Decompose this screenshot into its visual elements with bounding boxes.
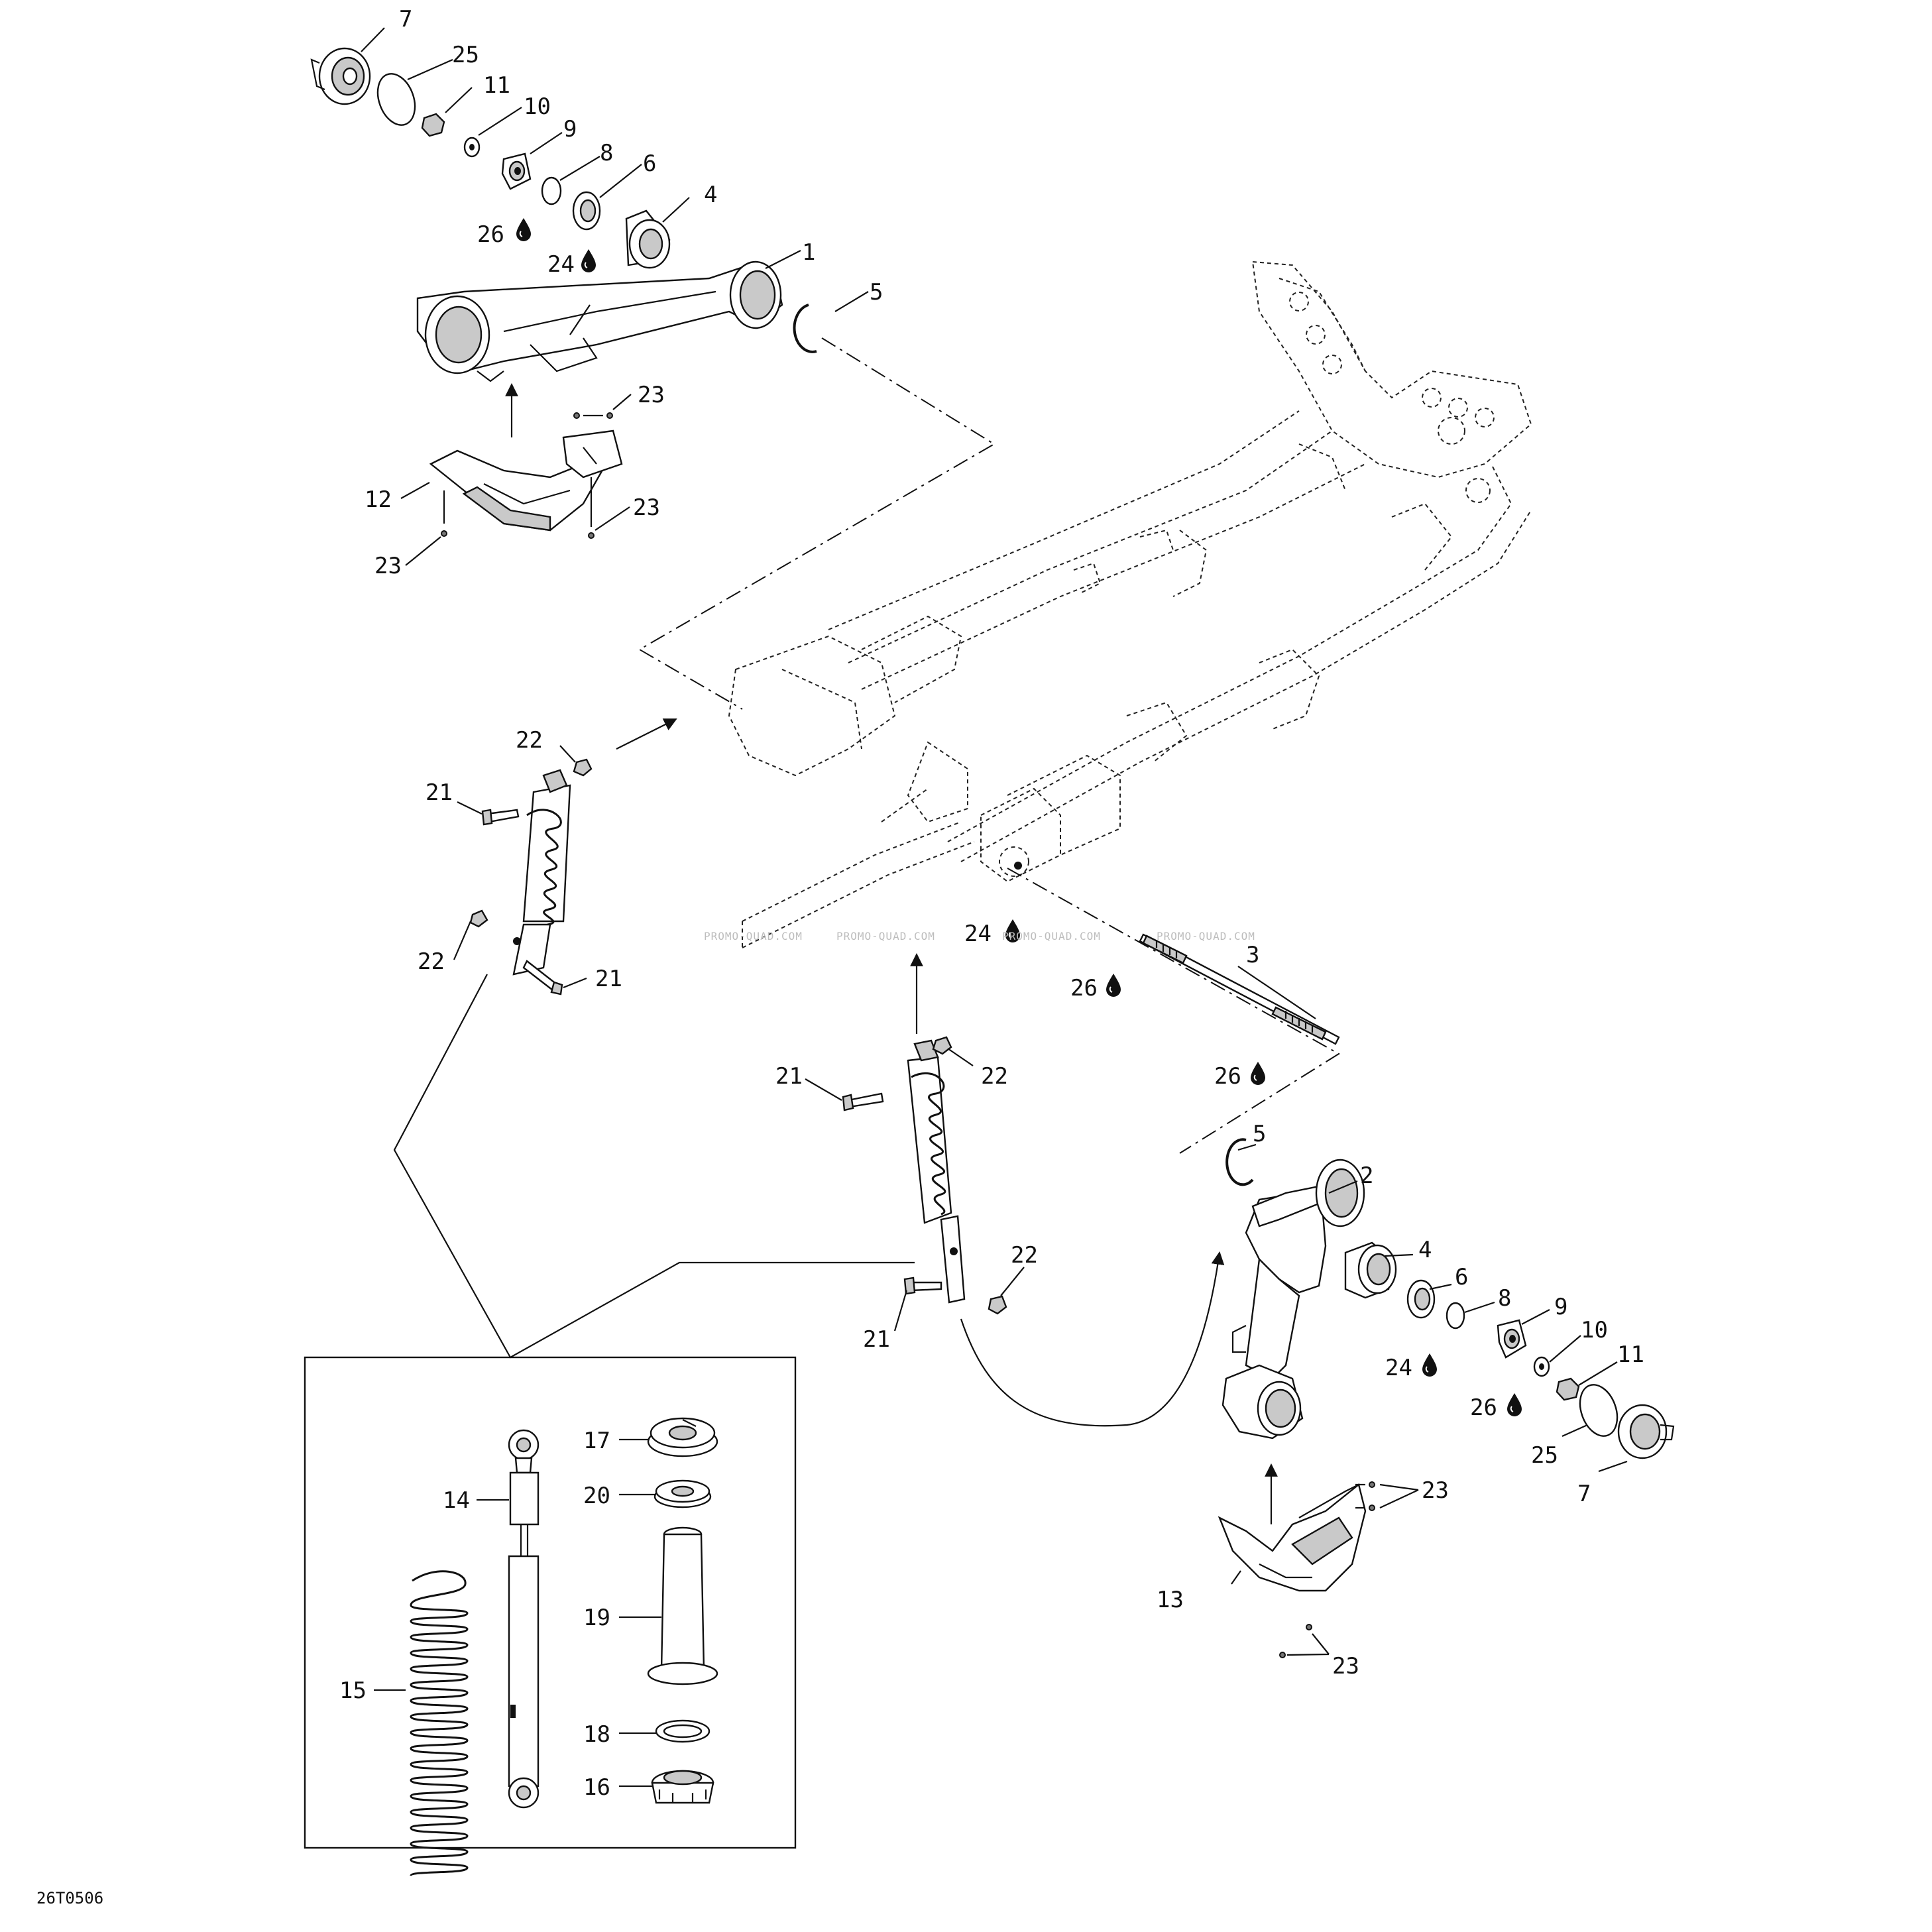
spring-retainer bbox=[653, 1479, 712, 1508]
coil-spring bbox=[410, 1570, 469, 1877]
callout-23: 23 bbox=[633, 494, 660, 521]
callout-8: 8 bbox=[600, 140, 613, 166]
callout-19: 19 bbox=[583, 1605, 610, 1631]
grease-drop-icon bbox=[1250, 1061, 1266, 1086]
callout-13: 13 bbox=[1157, 1587, 1184, 1613]
pivot-shaft bbox=[1139, 933, 1340, 1045]
skid-guard-right bbox=[1218, 1483, 1367, 1592]
callout-23: 23 bbox=[638, 382, 665, 408]
bearing bbox=[625, 209, 671, 269]
callout-4: 4 bbox=[704, 182, 717, 208]
vehicle-frame bbox=[728, 260, 1532, 948]
callout-25: 25 bbox=[452, 42, 479, 68]
callout-24: 24 bbox=[1385, 1355, 1412, 1381]
callout-1: 1 bbox=[802, 239, 815, 266]
swing-arm-left bbox=[416, 260, 783, 382]
bump-stop-sleeve bbox=[647, 1526, 718, 1685]
seal bbox=[541, 176, 562, 205]
callout-6: 6 bbox=[643, 150, 656, 177]
grease-drop-icon bbox=[1422, 1353, 1438, 1377]
grease-drop-icon bbox=[581, 249, 597, 273]
callout-18: 18 bbox=[583, 1721, 610, 1748]
rear-shock-left bbox=[469, 718, 677, 995]
hub-cap bbox=[310, 47, 371, 105]
callout-17: 17 bbox=[583, 1428, 610, 1454]
watermark: PROMO-QUAD.COM bbox=[836, 930, 935, 942]
callout-21: 21 bbox=[775, 1063, 803, 1090]
callout-21: 21 bbox=[426, 779, 453, 806]
watermark: PROMO-QUAD.COM bbox=[1002, 930, 1101, 942]
callout-20: 20 bbox=[583, 1483, 610, 1509]
callout-22: 22 bbox=[981, 1063, 1008, 1090]
callout-23: 23 bbox=[374, 553, 402, 579]
circlip bbox=[1225, 1138, 1254, 1186]
callout-8: 8 bbox=[1498, 1285, 1511, 1312]
nut bbox=[1556, 1377, 1580, 1401]
skid-guard-left bbox=[429, 429, 623, 532]
figure-code: 26T0506 bbox=[36, 1889, 103, 1907]
alignment-lines bbox=[638, 337, 1340, 1154]
callout-26: 26 bbox=[1070, 975, 1098, 1001]
callout-22: 22 bbox=[418, 948, 445, 975]
callout-23: 23 bbox=[1422, 1477, 1449, 1504]
grease-drop-icon bbox=[516, 217, 532, 242]
callout-2: 2 bbox=[1360, 1163, 1373, 1189]
callout-leaders bbox=[361, 27, 1628, 1788]
callout-11: 11 bbox=[1617, 1341, 1644, 1368]
o-ring bbox=[1579, 1384, 1619, 1437]
watermarks: PROMO-QUAD.COM PROMO-QUAD.COM PROMO-QUAD… bbox=[704, 930, 1255, 942]
grease-drop-icon bbox=[1506, 1392, 1522, 1417]
callout-9: 9 bbox=[563, 116, 577, 142]
seal bbox=[1446, 1302, 1465, 1330]
callout-6: 6 bbox=[1455, 1264, 1468, 1290]
callout-15: 15 bbox=[339, 1677, 367, 1704]
callout-9: 9 bbox=[1554, 1294, 1567, 1320]
circlip bbox=[793, 304, 817, 353]
callout-11: 11 bbox=[483, 72, 510, 99]
spring-seat-upper bbox=[647, 1417, 718, 1457]
callout-24: 24 bbox=[547, 251, 575, 278]
callout-25: 25 bbox=[1531, 1442, 1558, 1469]
watermark: PROMO-QUAD.COM bbox=[704, 930, 803, 942]
o-ring bbox=[376, 73, 416, 126]
callout-7: 7 bbox=[399, 6, 412, 32]
callout-10: 10 bbox=[524, 93, 551, 120]
hub-cap bbox=[1617, 1404, 1675, 1459]
spring-adjuster bbox=[651, 1770, 714, 1804]
grease-drop-icon bbox=[1106, 973, 1121, 997]
shock-absorber bbox=[508, 1429, 540, 1809]
callout-5: 5 bbox=[870, 279, 883, 306]
callout-21: 21 bbox=[863, 1326, 890, 1353]
callout-21: 21 bbox=[595, 966, 622, 992]
swing-arm-right-assembly bbox=[1218, 1138, 1675, 1658]
bearing bbox=[1344, 1241, 1397, 1299]
rear-shock-center bbox=[842, 953, 1225, 1427]
swing-arm-left-assembly bbox=[310, 47, 817, 539]
nut bbox=[421, 113, 445, 137]
callout-26: 26 bbox=[1214, 1063, 1241, 1090]
bearing-retainer bbox=[1497, 1319, 1527, 1359]
bearing-retainer bbox=[501, 152, 532, 190]
callout-3: 3 bbox=[1246, 942, 1259, 968]
callout-23: 23 bbox=[1332, 1653, 1359, 1679]
shock-exploded-inset bbox=[304, 1356, 797, 1877]
watermark: PROMO-QUAD.COM bbox=[1157, 930, 1255, 942]
callout-22: 22 bbox=[516, 727, 543, 754]
callout-22: 22 bbox=[1011, 1242, 1038, 1269]
callouts: 7 25 11 10 9 8 6 26 4 24 1 5 23 12 23 23… bbox=[339, 6, 1644, 1801]
callout-10: 10 bbox=[1581, 1317, 1608, 1343]
callout-24: 24 bbox=[964, 921, 992, 947]
callout-7: 7 bbox=[1577, 1481, 1591, 1507]
callout-16: 16 bbox=[583, 1774, 610, 1801]
callout-5: 5 bbox=[1253, 1121, 1266, 1147]
swing-arm-right bbox=[1222, 1159, 1365, 1440]
callout-26: 26 bbox=[1470, 1394, 1497, 1421]
callout-4: 4 bbox=[1418, 1237, 1432, 1263]
inset-leader-lines bbox=[393, 974, 915, 1359]
callout-14: 14 bbox=[443, 1487, 470, 1514]
callout-26: 26 bbox=[477, 221, 504, 248]
callout-12: 12 bbox=[365, 486, 392, 513]
